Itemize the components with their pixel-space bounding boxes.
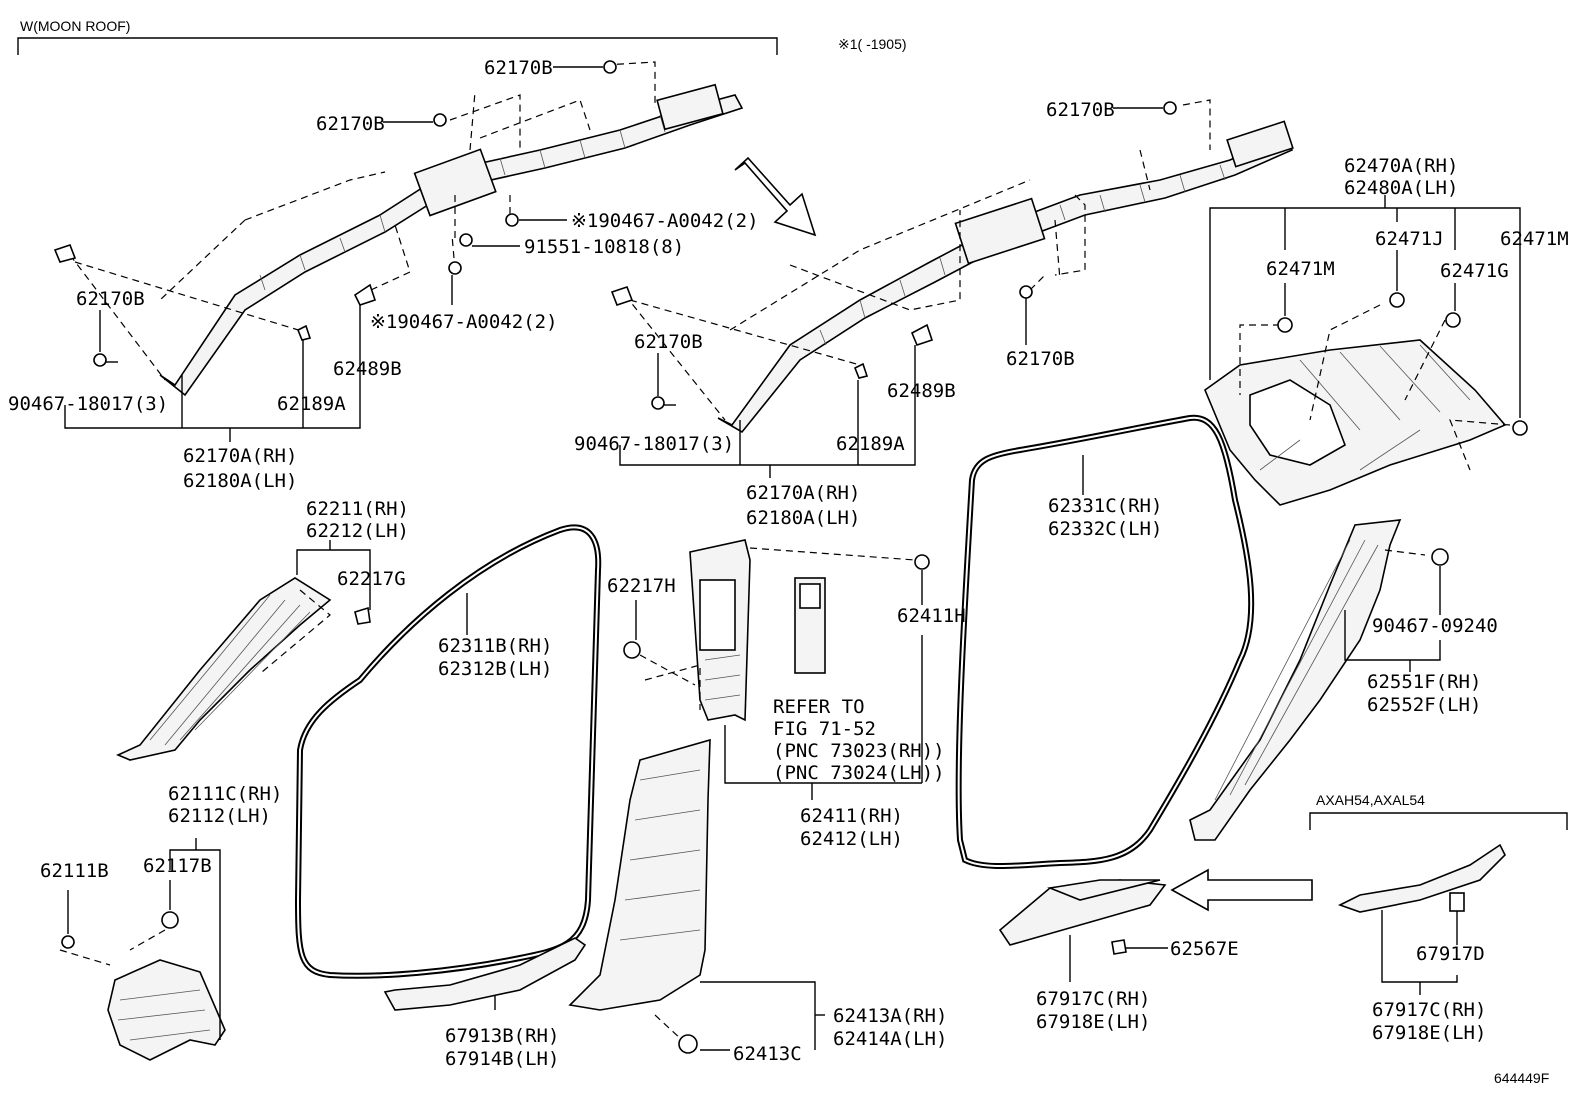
label-layer: W(MOON ROOF) ※1( -1905) AXAH54,AXAL54 64… <box>8 18 1569 1086</box>
part-label: 62217H <box>607 575 676 597</box>
part-label: 67917C(RH) <box>1372 999 1486 1021</box>
part-label: 62170B <box>634 331 703 353</box>
part-label: 62170B <box>1006 348 1075 370</box>
part-label: 62311B(RH) <box>438 635 552 657</box>
middle-leader-lines <box>619 107 1163 478</box>
variant-note: ※1( -1905) <box>838 36 907 52</box>
part-label: 91551-10818(8) <box>524 236 684 258</box>
reference-note: FIG 71-52 <box>773 718 876 740</box>
reference-note: (PNC 73023(RH)) <box>773 740 945 762</box>
part-label: 62471G <box>1440 260 1509 282</box>
part-label: 62170A(RH) <box>746 482 860 504</box>
rear-scuff-plate <box>998 879 1168 982</box>
quarter-trim-clips <box>1277 292 1528 436</box>
reference-note: (PNC 73024(LH)) <box>773 762 945 784</box>
center-pillar-upper <box>689 539 826 722</box>
part-label: 67913B(RH) <box>445 1025 559 1047</box>
part-label: 62331C(RH) <box>1048 495 1162 517</box>
direction-arrow <box>734 156 817 237</box>
part-label: 62471J <box>1375 228 1444 250</box>
part-label: 62170B <box>1046 99 1115 121</box>
part-label: 67917C(RH) <box>1036 988 1150 1010</box>
axah-caption: AXAH54,AXAL54 <box>1316 792 1425 808</box>
part-label: 62470A(RH) <box>1344 155 1458 177</box>
roof-side-airbag-right <box>717 120 1294 434</box>
part-label: 62489B <box>887 380 956 402</box>
part-label: 62471M <box>1500 228 1569 250</box>
part-label: 62567E <box>1170 938 1239 960</box>
front-door-weatherstrip <box>294 524 602 979</box>
part-label: 62489B <box>333 358 402 380</box>
roof-side-airbag-left <box>159 83 744 397</box>
axah-bracket <box>1309 812 1568 830</box>
part-label: 62411H <box>897 605 966 627</box>
part-label: 62413A(RH) <box>833 1005 947 1027</box>
part-label: 67917D <box>1416 943 1485 965</box>
kick-panel <box>107 959 226 1061</box>
front-scuff-plate <box>383 937 587 1011</box>
rear-door-weatherstrip <box>955 414 1255 869</box>
part-label: 62471M <box>1266 258 1335 280</box>
part-label: 62414A(LH) <box>833 1028 947 1050</box>
moon-roof-bracket <box>17 37 778 55</box>
part-label: 62117B <box>143 855 212 877</box>
quarter-trim-dash-lines <box>1239 304 1511 471</box>
part-label: 62170A(RH) <box>183 445 297 467</box>
center-pillar-lower-leaders <box>654 981 825 1054</box>
rear-pillar-leaders <box>1344 548 1449 672</box>
part-label: 62551F(RH) <box>1367 671 1481 693</box>
part-label: 62112(LH) <box>168 805 271 827</box>
center-pillar-lower <box>568 738 711 1011</box>
part-label: 62411(RH) <box>800 805 903 827</box>
part-label: ※190467-A0042(2) <box>370 311 558 333</box>
figure-id: 644449F <box>1494 1070 1549 1086</box>
part-label: 62170B <box>316 113 385 135</box>
part-label: 90467-18017(3) <box>574 433 734 455</box>
part-label: 62189A <box>277 393 346 415</box>
part-label: 67914B(LH) <box>445 1048 559 1070</box>
front-pillar-trim <box>115 577 332 761</box>
part-label: 90467-09240 <box>1372 615 1498 637</box>
kick-panel-leaders <box>59 838 221 1040</box>
part-label: 67918E(LH) <box>1372 1022 1486 1044</box>
part-label: 62180A(LH) <box>746 507 860 529</box>
rear-pillar-trim <box>1189 519 1402 841</box>
part-label: 67918E(LH) <box>1036 1011 1150 1033</box>
top-left-leader-lines <box>64 66 603 442</box>
reference-note: REFER TO <box>773 696 865 718</box>
moon-roof-caption: W(MOON ROOF) <box>20 18 130 34</box>
middle-dash-lines <box>624 99 1211 421</box>
quarter-trim-leader-lines <box>1209 195 1521 418</box>
front-pillar-leaders <box>261 540 371 673</box>
axah-scuff-plate <box>1337 843 1506 995</box>
middle-fasteners <box>610 101 1177 410</box>
part-label: 62212(LH) <box>306 520 409 542</box>
part-label: 90467-18017(3) <box>8 393 168 415</box>
part-label: 62180A(LH) <box>183 470 297 492</box>
part-label: 62211(RH) <box>306 498 409 520</box>
part-label: 62552F(LH) <box>1367 694 1481 716</box>
left-arrow <box>1170 868 1313 912</box>
part-label: 62413C <box>733 1043 802 1065</box>
top-left-dash-lines <box>69 61 656 381</box>
part-label: 62170B <box>76 288 145 310</box>
top-left-fasteners <box>53 60 617 367</box>
part-label: 62111C(RH) <box>168 783 282 805</box>
part-label: 62170B <box>484 57 553 79</box>
part-label: 62189A <box>836 433 905 455</box>
part-label: 62217G <box>337 568 406 590</box>
part-label: 62111B <box>40 860 109 882</box>
part-label: 62480A(LH) <box>1344 177 1458 199</box>
quarter-trim-panel <box>1204 339 1507 506</box>
part-label: ※190467-A0042(2) <box>571 210 759 232</box>
center-pillar-upper-leaders <box>623 547 930 800</box>
part-label: 62412(LH) <box>800 828 903 850</box>
part-label: 62332C(LH) <box>1048 518 1162 540</box>
part-label: 62312B(LH) <box>438 658 552 680</box>
